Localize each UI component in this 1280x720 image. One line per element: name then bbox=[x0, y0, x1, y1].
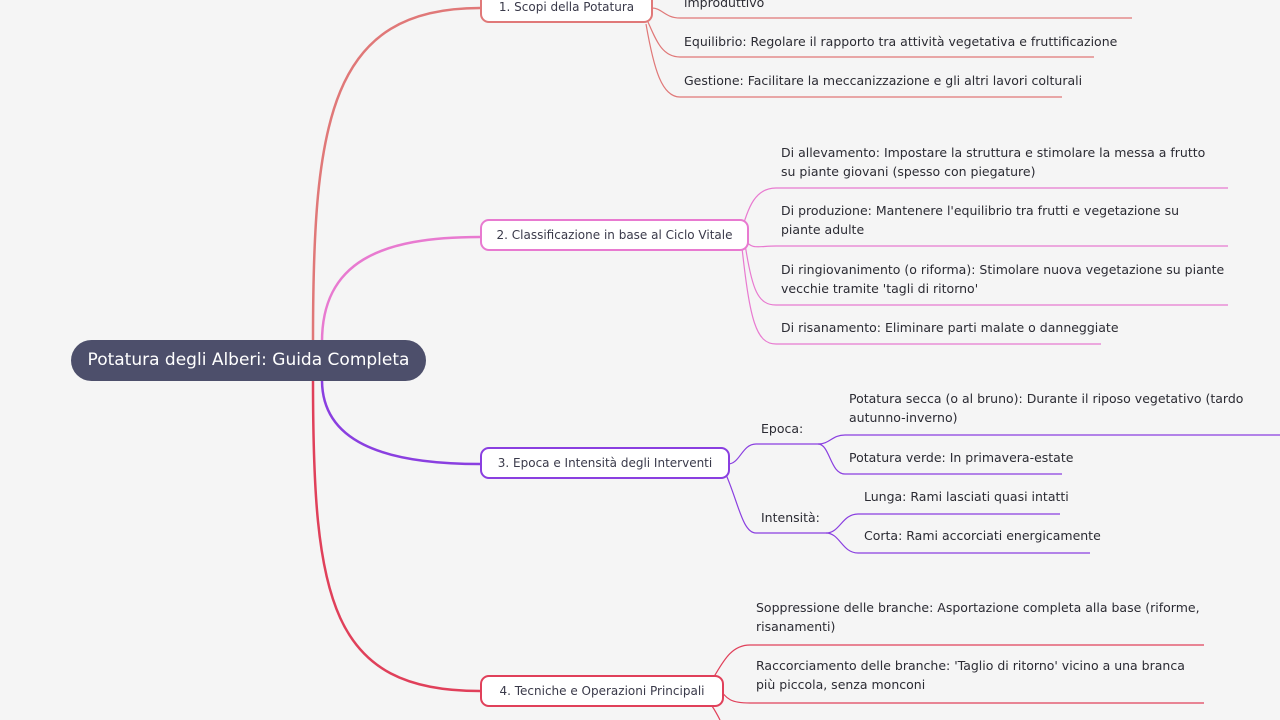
branch-node-3[interactable]: 3. Epoca e Intensità degli Interventi bbox=[480, 447, 730, 479]
leaf-node[interactable]: Di risanamento: Eliminare parti malate o… bbox=[781, 320, 1119, 335]
link-branch-4-leaf-1 bbox=[711, 644, 1204, 681]
group-label-epoca[interactable]: Epoca: bbox=[761, 421, 804, 436]
link-root-branch-1 bbox=[311, 6, 481, 341]
link-epoca-leaf-1 bbox=[817, 434, 1280, 445]
link-intensita-leaf-2 bbox=[825, 532, 1090, 554]
link-branch-1-leaf-1 bbox=[651, 7, 1132, 19]
link-branch-1-leaf-2 bbox=[647, 21, 1094, 58]
leaf-node[interactable]: Di allevamento: Impostare la struttura e… bbox=[781, 145, 1206, 179]
branch-node-2[interactable]: 2. Classificazione in base al Ciclo Vita… bbox=[480, 219, 749, 251]
link-branch-2-leaf-3 bbox=[744, 243, 1228, 306]
root-node[interactable]: Potatura degli Alberi: Guida Completa bbox=[71, 340, 426, 381]
group-label-intensita[interactable]: Intensità: bbox=[761, 510, 820, 525]
branch-node-4[interactable]: 4. Tecniche e Operazioni Principali bbox=[480, 675, 724, 707]
link-epoca-leaf-2 bbox=[817, 443, 1062, 475]
leaf-node[interactable]: Equilibrio: Regolare il rapporto tra att… bbox=[684, 34, 1118, 49]
link-branch-3-group-intensita bbox=[723, 469, 826, 534]
leaf-node[interactable]: Lunga: Rami lasciati quasi intatti bbox=[864, 489, 1069, 504]
link-branch-4-more bbox=[711, 705, 721, 720]
branch-node-1[interactable]: 1. Scopi della Potatura bbox=[480, 0, 653, 23]
link-branch-2-leaf-2 bbox=[744, 239, 1228, 248]
leaf-node[interactable]: Potatura verde: In primavera-estate bbox=[849, 450, 1074, 465]
leaf-node[interactable]: Corta: Rami accorciati energicamente bbox=[864, 528, 1101, 543]
leaf-node[interactable]: Potatura secca (o al bruno): Durante il … bbox=[849, 391, 1244, 425]
leaf-node[interactable]: Di ringiovanimento (o riforma): Stimolar… bbox=[781, 262, 1225, 296]
link-root-branch-4 bbox=[311, 379, 481, 693]
leaf-node[interactable]: Di produzione: Mantenere l'equilibrio tr… bbox=[781, 203, 1180, 237]
leaf-node[interactable]: Raccorciamento delle branche: 'Taglio di… bbox=[756, 658, 1185, 692]
link-root-branch-3 bbox=[320, 379, 481, 466]
link-branch-3-group-epoca bbox=[727, 443, 818, 465]
link-intensita-leaf-1 bbox=[825, 513, 1060, 534]
link-branch-2-leaf-4 bbox=[741, 247, 1101, 345]
leaf-node[interactable]: improduttivo bbox=[684, 0, 765, 10]
link-branch-1-leaf-3 bbox=[645, 23, 1062, 98]
leaf-node[interactable]: Gestione: Facilitare la meccanizzazione … bbox=[684, 73, 1083, 88]
link-root-branch-2 bbox=[320, 235, 481, 343]
leaf-node[interactable]: Soppressione delle branche: Asportazione… bbox=[756, 600, 1200, 634]
